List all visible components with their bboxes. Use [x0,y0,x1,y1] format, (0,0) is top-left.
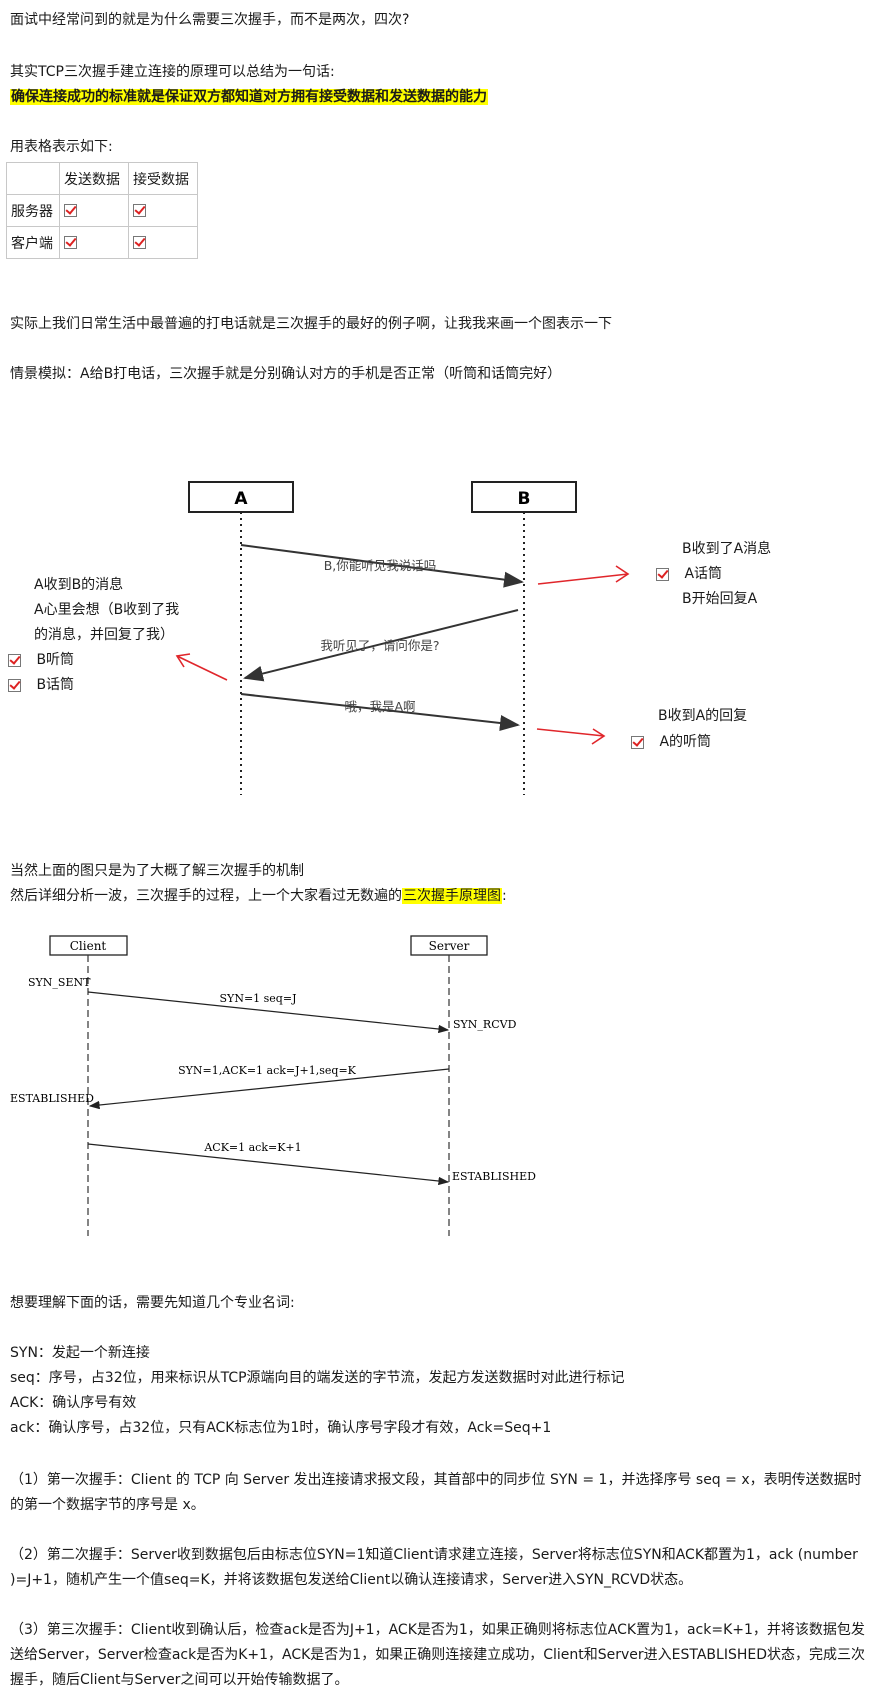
checked-checkbox-icon [656,567,669,581]
table-header-cell [6,162,60,195]
a-note-title: A收到B的消息 [34,577,124,593]
term-syn: SYN：发起一个新连接 [10,1345,150,1361]
message-arrow-1 [240,544,524,588]
state-established-client: ESTABLISHED [10,1092,94,1105]
a-note-think-1: A心里会想（B收到了我 [34,602,180,618]
server-label: Server [429,939,470,953]
principle-highlight: 确保连接成功的标准就是保证双方都知道对方拥有接受数据和发送数据的能力 [10,87,488,107]
syn-arrow [87,991,450,1034]
analogy-line-2: 情景模拟：A给B打电话，三次握手就是分别确认对方的手机是否正常（听筒和话筒完好） [10,366,562,382]
term-ack-number: ack：确认序号，占32位，只有ACK标志位为1时，确认序号字段才有效，Ack=… [10,1420,552,1436]
table-header-row: 发送数据 接受数据 [6,162,198,195]
message-arrow-3 [240,693,520,731]
table-intro: 用表格表示如下: [10,139,113,155]
step-3: （3）第三次握手：Client收到确认后，检查ack是否为J+1，ACK是否为1… [10,1622,866,1688]
state-syn-sent: SYN_SENT [28,976,91,989]
b-note2-check-row: A的听筒 [631,733,711,751]
table-cell [128,194,198,227]
state-syn-rcvd: SYN_RCVD [453,1018,517,1031]
node-a-label: A [234,489,248,509]
checked-checkbox-icon [64,236,77,249]
ack-arrow [87,1143,450,1186]
term-ack-flag: ACK：确认序号有效 [10,1395,137,1411]
checked-checkbox-icon [64,204,77,217]
section2-line-2-suffix: : [502,888,507,904]
checked-checkbox-icon [133,236,146,249]
section2-line-2-prefix: 然后详细分析一波，三次握手的过程，上一个大家看过无数遍的 [10,888,402,904]
section2-line-1: 当然上面的图只是为了大概了解三次握手的机制 [10,863,304,879]
step-1: （1）第一次握手：Client 的 TCP 向 Server 发出连接请求报文段… [10,1472,862,1513]
b-note-reply: B开始回复A [682,591,758,607]
message-label-3: 哦，我是A啊 [344,699,415,714]
b-note2-title: B收到A的回复 [658,708,748,724]
message-label-1: B,你能听见我说话吗 [324,558,437,573]
checked-checkbox-icon [8,678,21,692]
a-note-check-label-2: B话筒 [36,677,75,693]
principle-intro: 其实TCP三次握手建立连接的原理可以总结为一句话: [10,64,335,80]
phone-call-diagram: A B B,你能听见我说话吗 我听见了，请问你是? 哦，我是A啊 [175,481,630,795]
table-cell [59,226,129,259]
syn-label: SYN=1 seq=J [220,992,297,1005]
term-seq: seq：序号，占32位，用来标识从TCP源端向目的端发送的字节流，发起方发送数据… [10,1370,625,1386]
syn-ack-label: SYN=1,ACK=1 ack=J+1,seq=K [178,1064,357,1077]
b-note-check-row: A话筒 [656,565,722,583]
a-note-check-row-2: B话筒 [8,676,74,694]
table-row-label: 服务器 [6,194,60,227]
step-2: （2）第二次握手：Server收到数据包后由标志位SYN=1知道Client请求… [10,1547,858,1588]
b-note-check-label: A话筒 [684,566,723,582]
checked-checkbox-icon [8,653,21,667]
red-arrow-to-a-note [175,653,228,681]
table-cell [59,194,129,227]
tcp-handshake-diagram: Client Server SYN_SENT SYN=1 seq=J SYN_R… [10,935,536,1236]
red-arrow-to-b-note [537,565,630,585]
client-label: Client [70,939,107,953]
section2-line-2-highlight: 三次握手原理图 [402,888,502,904]
b-note2-check-label: A的听筒 [659,734,712,750]
ack-label: ACK=1 ack=K+1 [203,1141,301,1154]
table-row: 客户端 [6,226,198,259]
a-note-check-row-1: B听筒 [8,651,74,669]
section2-line-2: 然后详细分析一波，三次握手的过程，上一个大家看过无数遍的三次握手原理图: [10,886,507,906]
terms-intro: 想要理解下面的话，需要先知道几个专业名词: [10,1295,295,1311]
state-established-server: ESTABLISHED [452,1170,536,1183]
ability-table: 发送数据 接受数据 服务器 客户端 [6,162,198,259]
message-label-2: 我听见了，请问你是? [320,638,439,653]
checked-checkbox-icon [133,204,146,217]
analogy-line-1: 实际上我们日常生活中最普遍的打电话就是三次握手的最好的例子啊，让我我来画一个图表… [10,316,612,332]
principle-highlight-text: 确保连接成功的标准就是保证双方都知道对方拥有接受数据和发送数据的能力 [10,89,488,105]
table-row-label: 客户端 [6,226,60,259]
table-header-cell: 接受数据 [128,162,198,195]
intro-question: 面试中经常问到的就是为什么需要三次握手，而不是两次，四次? [10,12,410,28]
table-cell [128,226,198,259]
a-note-check-label-1: B听筒 [36,652,75,668]
table-row: 服务器 [6,194,198,227]
node-b-label: B [518,489,531,509]
table-header-cell: 发送数据 [59,162,129,195]
b-note-title: B收到了A消息 [682,541,772,557]
message-arrow-2 [243,609,519,682]
a-note-think-2: 的消息，并回复了我） [34,627,174,643]
syn-ack-arrow [88,1068,450,1110]
checked-checkbox-icon [631,735,644,749]
red-arrow-to-b-note-2 [536,728,606,745]
